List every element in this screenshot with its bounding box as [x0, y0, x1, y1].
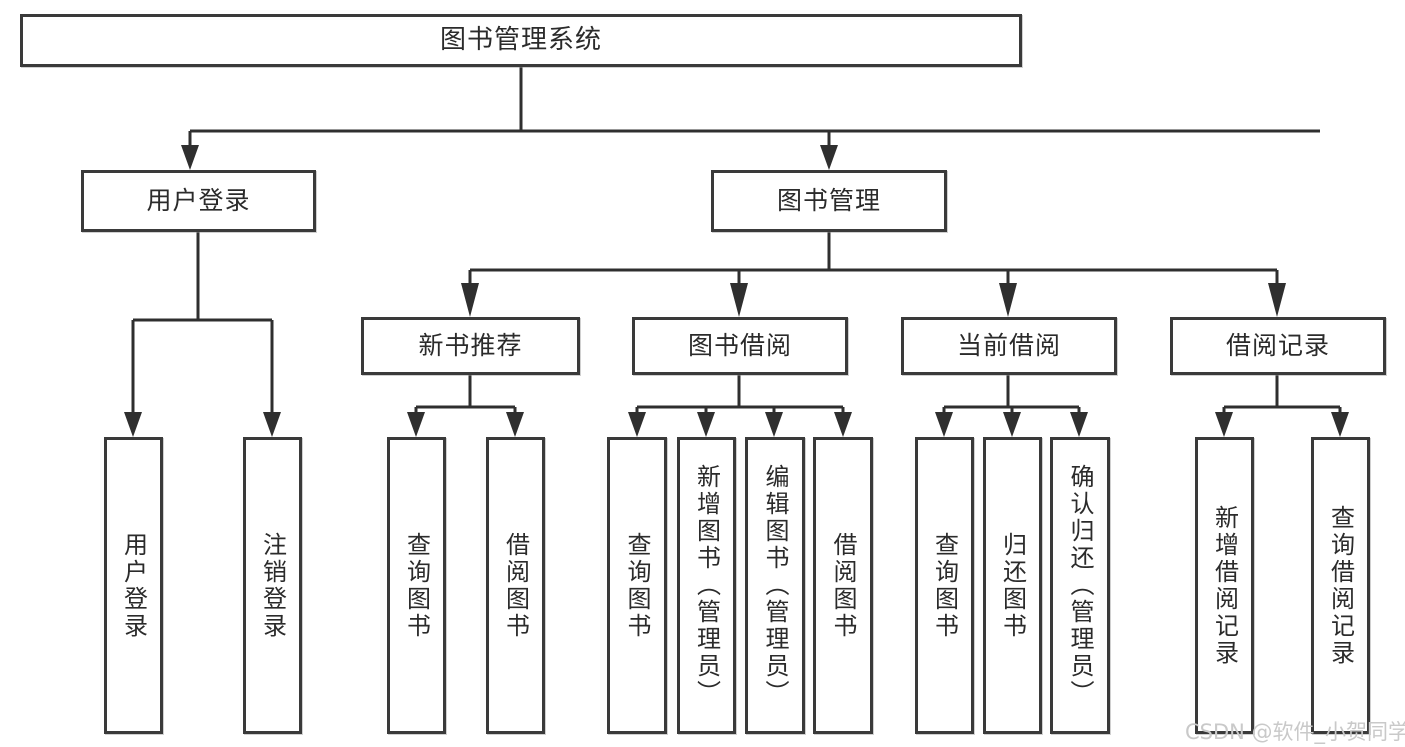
node-label: 新书推荐 [418, 331, 523, 361]
node-book-borrow[interactable]: 图书借阅 [632, 317, 848, 375]
node-label: 归还图书 [998, 531, 1027, 640]
node-label: 查询借阅记录 [1326, 504, 1355, 667]
node-label: 图书管理 [776, 186, 881, 216]
leaf-current-query-book[interactable]: 查询图书 [915, 437, 974, 734]
node-book-management[interactable]: 图书管理 [711, 170, 947, 232]
leaf-record-add[interactable]: 新增借阅记录 [1195, 437, 1254, 734]
node-current-borrow[interactable]: 当前借阅 [901, 317, 1117, 375]
node-new-book-recommend[interactable]: 新书推荐 [361, 317, 580, 375]
leaf-borrow-edit-book-admin[interactable]: 编辑图书（管理员） [745, 437, 805, 734]
node-label: 借阅图书 [829, 531, 857, 640]
csdn-watermark: CSDN @软件_小贺同学 [1185, 720, 1405, 744]
leaf-user-login-signin[interactable]: 用户登录 [104, 437, 163, 734]
node-label: 编辑图书（管理员） [761, 464, 789, 707]
leaf-new-book-query[interactable]: 查询图书 [387, 437, 446, 734]
leaf-current-return-book[interactable]: 归还图书 [983, 437, 1042, 734]
node-label: 确认归还（管理员） [1066, 464, 1094, 707]
node-label: 新增借阅记录 [1210, 504, 1239, 667]
node-user-login[interactable]: 用户登录 [81, 170, 316, 232]
node-label: 查询图书 [930, 531, 959, 640]
node-label: 新增图书（管理员） [692, 464, 721, 707]
node-label: 当前借阅 [956, 331, 1061, 361]
node-label: 用户登录 [146, 186, 251, 216]
node-label: 查询图书 [623, 531, 651, 640]
node-label: 图书借阅 [687, 331, 792, 361]
node-root-system[interactable]: 图书管理系统 [20, 14, 1022, 67]
node-label: 用户登录 [119, 531, 148, 640]
node-label: 图书管理系统 [439, 25, 602, 56]
leaf-borrow-query-book[interactable]: 查询图书 [607, 437, 667, 734]
leaf-user-login-signout[interactable]: 注销登录 [243, 437, 302, 734]
leaf-current-confirm-return-admin[interactable]: 确认归还（管理员） [1050, 437, 1110, 734]
leaf-record-query[interactable]: 查询借阅记录 [1311, 437, 1370, 734]
node-label: 注销登录 [258, 531, 287, 640]
leaf-borrow-add-book-admin[interactable]: 新增图书（管理员） [677, 437, 736, 734]
node-borrow-record[interactable]: 借阅记录 [1170, 317, 1386, 375]
node-label: 查询图书 [402, 531, 431, 640]
node-label: 借阅图书 [501, 531, 530, 640]
leaf-new-book-borrow[interactable]: 借阅图书 [486, 437, 545, 734]
node-label: 借阅记录 [1225, 331, 1330, 361]
leaf-borrow-borrow-book[interactable]: 借阅图书 [813, 437, 873, 734]
